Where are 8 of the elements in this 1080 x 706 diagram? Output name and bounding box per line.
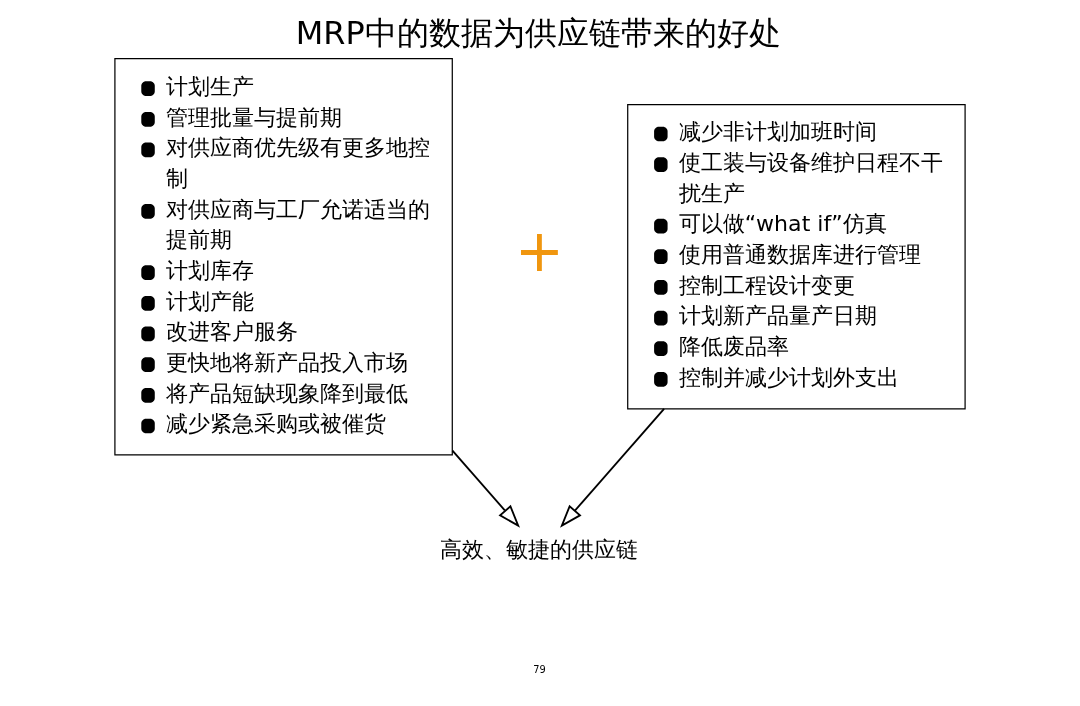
node-text: 高效、敏捷的供应链 — [440, 537, 639, 563]
diagram-title: MRP中的数据为供应链带来的好处 — [295, 13, 781, 52]
node-box: 减少非计划加班时间 使工装与设备维护日程不干扰生产 可以做“what if”仿真 使用普通数据库进行管理 控制工程设计变更 计划新产品量产日期 降低废品率 控制并减少计划外支出 — [627, 103, 966, 410]
arrow — [451, 449, 521, 528]
label: + — [514, 216, 565, 286]
label: 79 — [533, 664, 546, 676]
node-box: 计划生产 管理批量与提前期 对供应商优先级有更多地控制 对供应商与工厂允诺适当的提前期 计划库存 计划产能 改进客户服务 更快地将新产品投入市场 将产品短缺现象降到最低 减少紧急采购或被催货 — [114, 57, 453, 456]
arrow — [560, 408, 665, 528]
